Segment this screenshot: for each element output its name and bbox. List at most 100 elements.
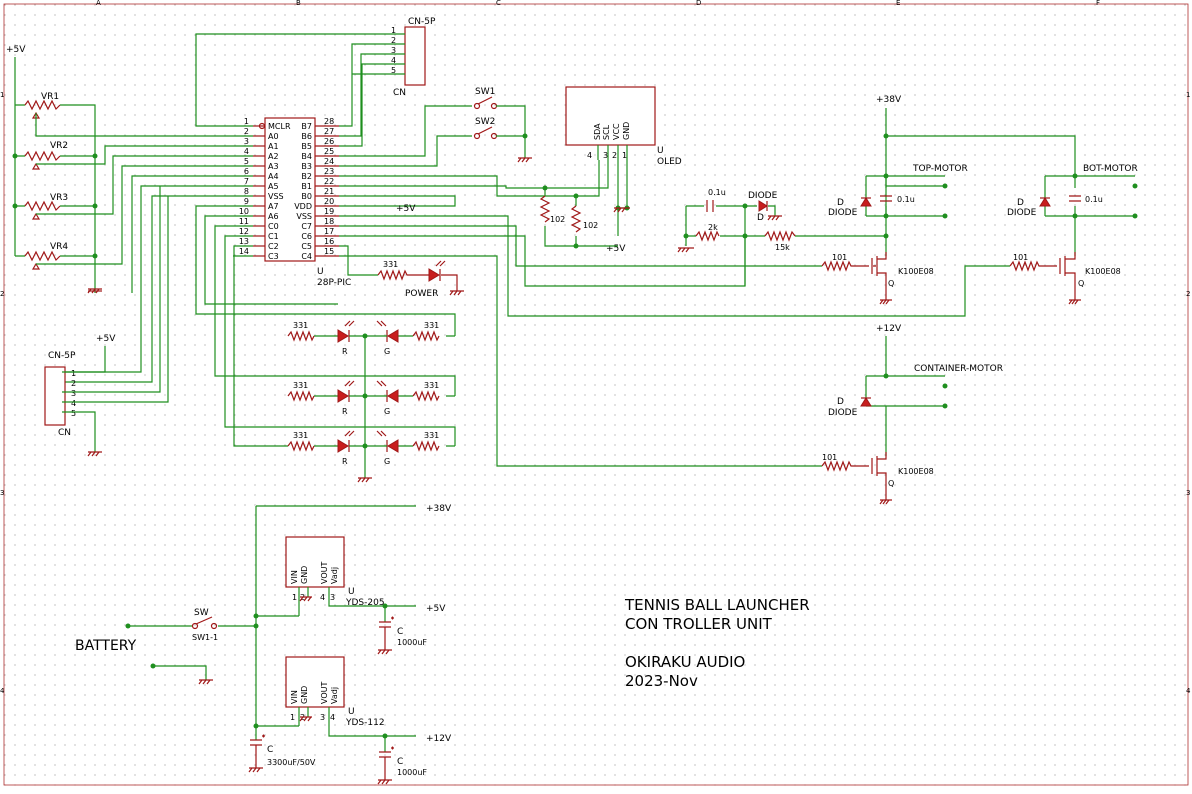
pot-vr1-label: VR1 <box>41 92 59 102</box>
top-motor-label: TOP-MOTOR <box>912 164 968 174</box>
bot-motor-diode-d: D <box>1017 198 1024 208</box>
mcu-right-pin-number: 18 <box>324 217 334 226</box>
bot-motor-cap: 0.1u <box>1085 195 1103 204</box>
cn-left-pin2: 2 <box>71 379 76 388</box>
reg1-cap-value: 1000uF <box>397 638 427 647</box>
mcu-left-pin-number: 2 <box>244 127 249 136</box>
oled-ref: U <box>657 146 664 156</box>
cn-top-pin2: 2 <box>391 36 396 45</box>
mcu-right-pin-name: C5 <box>301 242 312 251</box>
reg1-ref: U <box>348 587 355 597</box>
cn-top-ref: CN-5P <box>408 17 436 27</box>
reg2-cap-value: 1000uF <box>397 768 427 777</box>
mosfet3-gate-r: 101 <box>822 453 837 462</box>
mcu-left-pin-name: C0 <box>268 222 279 231</box>
oled-plus5v: +5V <box>606 244 626 254</box>
mcu-right-pin-number: 19 <box>324 207 334 216</box>
title-line3: OKIRAKU AUDIO <box>625 653 745 671</box>
led-row3-led-left: R <box>342 457 348 466</box>
frame-row-3: 3 <box>0 489 4 497</box>
mcu-left-pin-number: 4 <box>244 147 249 156</box>
oled-pin2-num: 2 <box>612 151 617 160</box>
mcu-right-pin-number: 25 <box>324 147 334 156</box>
mosfet3-part: K100E08 <box>898 467 934 476</box>
frame-row-2: 2 <box>0 290 4 298</box>
container-diode: DIODE <box>828 408 858 418</box>
snubber-r15k-label: 15k <box>775 243 790 252</box>
mcu-left-pin-name: A6 <box>268 212 279 221</box>
snubber-network: 0.1u DIODE D 2k 15k <box>677 188 886 286</box>
reg1-pin-vin: VIN <box>290 570 299 584</box>
title-block: TENNIS BALL LAUNCHER CON TROLLER UNIT OK… <box>624 596 810 690</box>
battery-switch-value: SW1-1 <box>192 633 218 642</box>
mcu-right-wiring <box>339 43 1010 467</box>
mcu-right-pin-name: B7 <box>301 122 312 131</box>
mcu-right-pin-number: 17 <box>324 227 334 236</box>
reg1-cap-ref: C <box>397 627 403 637</box>
title-line2: CON TROLLER UNIT <box>625 615 773 633</box>
mcu-left-pin-number: 13 <box>239 237 249 246</box>
mcu-right-pin-number: 22 <box>324 177 334 186</box>
mcu-right-pin-name: C4 <box>301 252 312 261</box>
mcu-right-pin-number: 16 <box>324 237 334 246</box>
frame-col-c: C <box>496 0 501 7</box>
mcu-right-pin-name: B1 <box>301 182 312 191</box>
led-row1-r-right: 331 <box>424 321 439 330</box>
mcu-left-pin-number: 5 <box>244 157 249 166</box>
reg2-pin-vadj: Vadj <box>330 687 339 704</box>
led-row2-r-left: 331 <box>293 381 308 390</box>
container-motor-label: CONTAINER-MOTOR <box>914 364 1003 374</box>
mcu-left-pin-number: 12 <box>239 227 249 236</box>
top-motor-38v: +38V <box>876 95 902 105</box>
mcu-right-pin-name: VDD <box>294 202 312 211</box>
sw1-label: SW1 <box>475 87 495 97</box>
oled-module: U OLED SDA SCL VCC GND 4 3 2 1 +5V <box>565 86 682 254</box>
mcu-value: 28P-PIC <box>317 278 351 288</box>
cn-top-pin5: 5 <box>391 66 396 75</box>
title-line4: 2023-Nov <box>625 672 698 690</box>
pot-vr4-label: VR4 <box>50 242 68 252</box>
power-led-label: POWER <box>405 289 438 299</box>
cn-left-pin3: 3 <box>71 389 76 398</box>
mcu-right-pin-number: 26 <box>324 137 334 146</box>
reg2-value: YDS-112 <box>345 718 385 728</box>
reg1-pin4: 4 <box>320 593 325 602</box>
mcu-left-pin-name: C2 <box>268 242 279 251</box>
mcu-left-pin-name: C1 <box>268 232 279 241</box>
psu-38v-label: +38V <box>426 504 452 514</box>
battery-label: BATTERY <box>75 638 137 654</box>
frame-col-b: B <box>296 0 301 7</box>
cn-left-plus5v: +5V <box>96 334 116 344</box>
top-motor-diode: DIODE <box>828 208 858 218</box>
container-diode-d: D <box>837 397 844 407</box>
power-led-r: 331 <box>383 260 398 269</box>
frame-row-1: 1 <box>0 91 4 99</box>
pullup-r2-label: 102 <box>583 221 598 230</box>
mcu-right-pin-number: 20 <box>324 197 334 206</box>
mosfet1-ref: Q <box>888 279 894 288</box>
oled-pin-scl: SCL <box>602 124 611 140</box>
oled-pin4-num: 4 <box>587 151 592 160</box>
oled-pin-gnd: GND <box>622 122 631 140</box>
reg2-ref: U <box>348 707 355 717</box>
mcu-right-pin-number: 15 <box>324 247 334 256</box>
frame-col-f: F <box>1096 0 1100 7</box>
top-connector: CN-5P CN 1 2 3 4 5 <box>352 17 436 98</box>
power-supply: +38V SW SW1-1 BATTERY VIN GND VOUT Vadj … <box>75 504 452 785</box>
mcu-vdd-label: +5V <box>396 204 416 214</box>
pic-microcontroller <box>258 117 316 262</box>
mcu-right-pin-name: B0 <box>301 192 312 201</box>
title-line1: TENNIS BALL LAUNCHER <box>624 596 810 614</box>
mcu-ref: U <box>317 267 324 277</box>
oled-pin3-num: 3 <box>603 151 608 160</box>
mcu-right-pin-number: 28 <box>324 117 334 126</box>
snubber-diode-label: DIODE <box>748 191 778 201</box>
cn-top-pin4: 4 <box>391 56 396 65</box>
led-row3-r-left: 331 <box>293 431 308 440</box>
potentiometer-section: +5V VR1 VR2 VR3 VR4 <box>6 45 253 294</box>
mcu-left-pin-number: 14 <box>239 247 249 256</box>
bot-motor-diode: DIODE <box>1007 208 1037 218</box>
mcu-left-pin-name: A3 <box>268 162 279 171</box>
top-motor-cap: 0.1u <box>897 195 915 204</box>
